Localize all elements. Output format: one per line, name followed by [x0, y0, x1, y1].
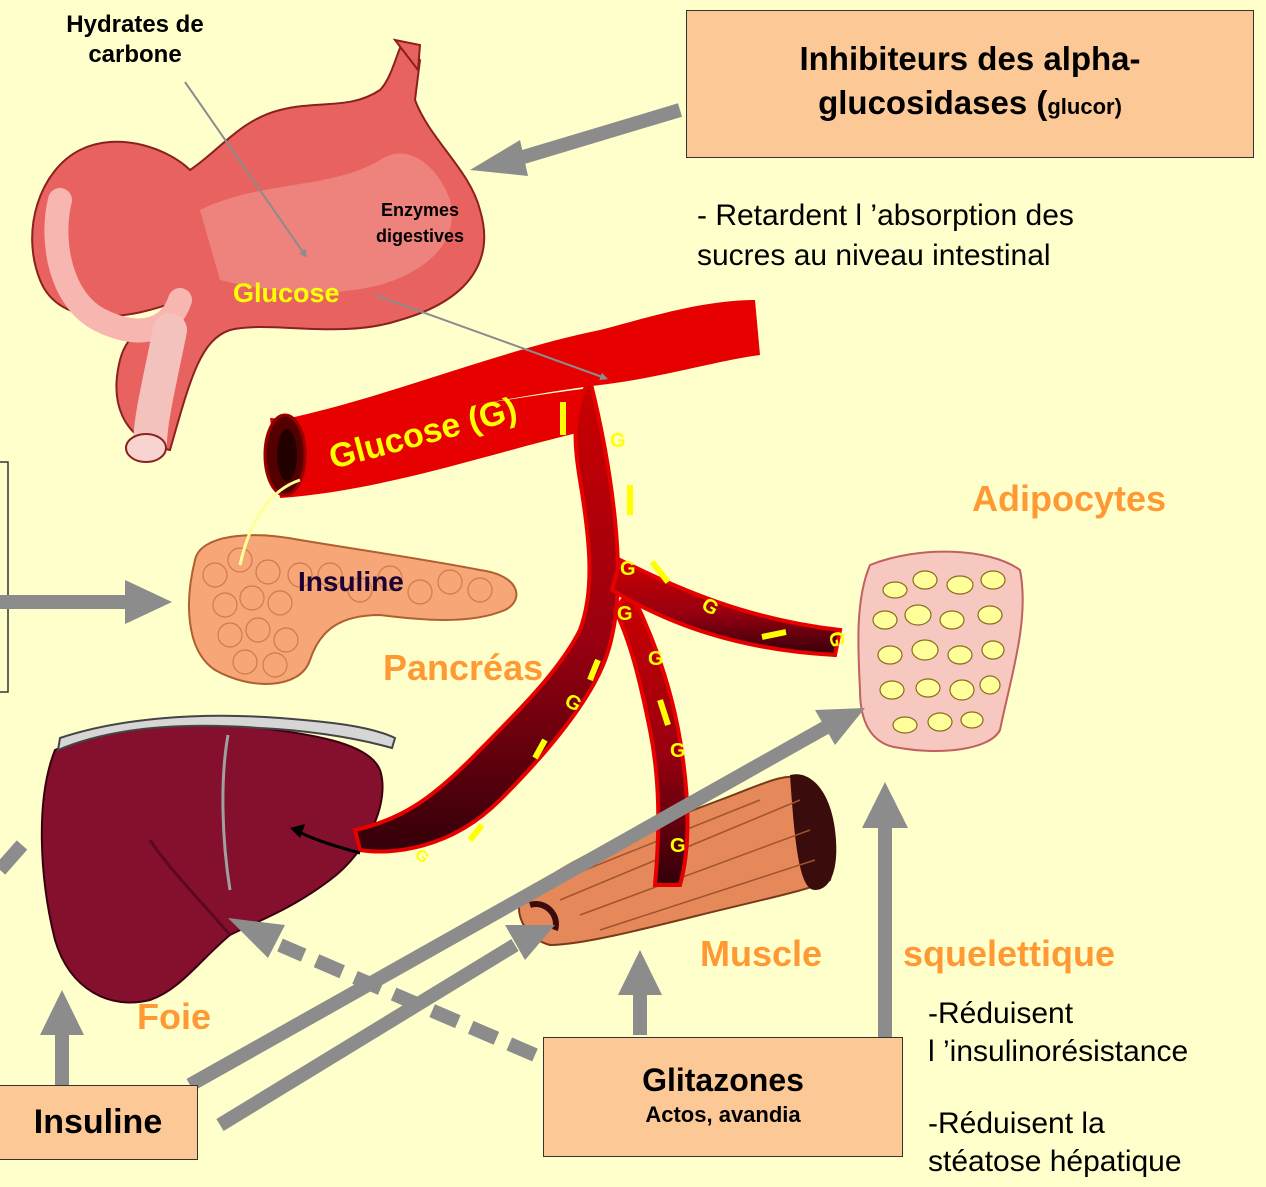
- hydrates-line1: Hydrates de: [20, 10, 250, 40]
- g-letter: G: [670, 740, 686, 763]
- retardent-line1: - Retardent l ’absorption des: [697, 196, 1074, 236]
- hydrates-line2: carbone: [20, 40, 250, 70]
- glucose-stomach-label: Glucose: [233, 278, 340, 309]
- inhibiteurs-line2-main: glucosidases (: [818, 84, 1047, 121]
- hydrates-label: Hydrates de carbone: [20, 10, 250, 70]
- reduisent2-line1: -Réduisent la: [928, 1105, 1182, 1143]
- reduisent2-line2: stéatose hépatique: [928, 1143, 1182, 1181]
- enzymes-line2: digestives: [345, 223, 495, 249]
- reduisent1-line2: l ’insulinorésistance: [928, 1033, 1188, 1071]
- g-letter: G: [617, 603, 633, 626]
- reduisent-note-1: -Réduisent l ’insulinorésistance: [928, 995, 1188, 1071]
- retardent-line2: sucres au niveau intestinal: [697, 236, 1074, 276]
- foie-label: Foie: [137, 996, 211, 1038]
- insuline-box: Insuline: [0, 1085, 198, 1160]
- inhibiteurs-line1: Inhibiteurs des alpha-: [687, 37, 1253, 81]
- retardent-note: - Retardent l ’absorption des sucres au …: [697, 196, 1074, 276]
- adipocytes-label: Adipocytes: [972, 478, 1166, 520]
- insuline-box-label: Insuline: [0, 1100, 197, 1144]
- g-letter: G: [648, 648, 664, 671]
- inhibiteurs-box: Inhibiteurs des alpha- glucosidases (glu…: [686, 10, 1254, 158]
- glitazones-box: Glitazones Actos, avandia: [543, 1037, 903, 1157]
- left-edge-box: [0, 462, 8, 692]
- inhibiteurs-glucor: glucor): [1047, 94, 1122, 119]
- reduisent1-line1: -Réduisent: [928, 995, 1188, 1033]
- enzymes-label: Enzymes digestives: [345, 197, 495, 249]
- insuline-pancreas-label: Insuline: [298, 566, 404, 598]
- enzymes-line1: Enzymes: [345, 197, 495, 223]
- glitazones-sub: Actos, avandia: [544, 1100, 902, 1130]
- glitazones-title: Glitazones: [544, 1060, 902, 1100]
- liver-illustration: [42, 716, 395, 1003]
- squelettique-label: squelettique: [903, 933, 1115, 975]
- muscle-label: Muscle: [700, 933, 822, 975]
- reduisent-note-2: -Réduisent la stéatose hépatique: [928, 1105, 1182, 1181]
- g-letter: G: [620, 558, 636, 581]
- inhibiteurs-line2: glucosidases (glucor): [687, 81, 1253, 129]
- g-letter: G: [610, 430, 626, 453]
- g-letter: G: [670, 835, 686, 858]
- adipose-tissue-illustration: [858, 552, 1022, 751]
- pancreas-label: Pancréas: [383, 647, 543, 689]
